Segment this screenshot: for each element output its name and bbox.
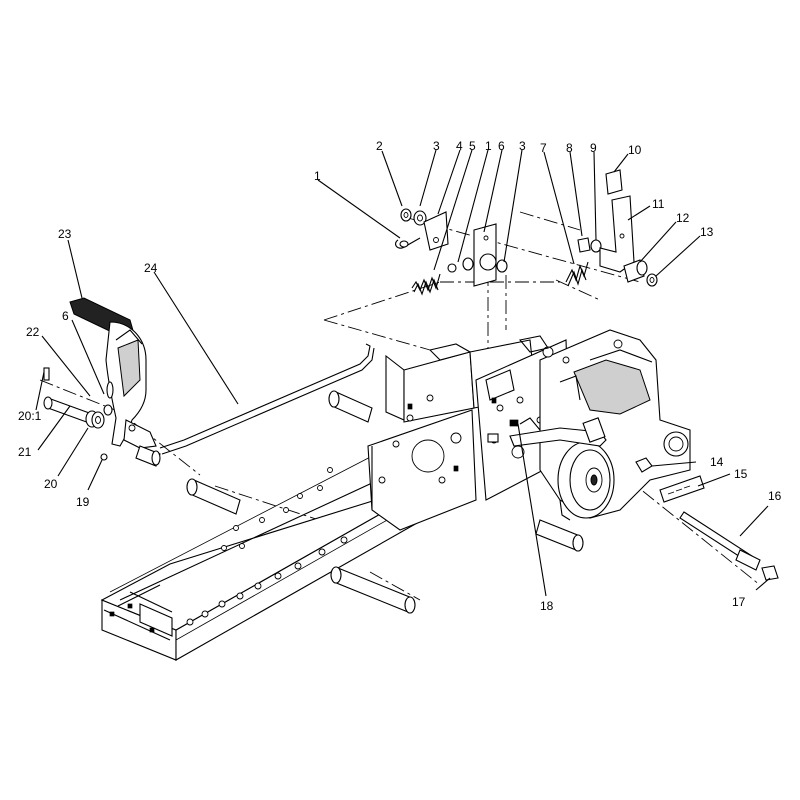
- callout-13: 13: [700, 225, 714, 239]
- callout-8: 8: [566, 141, 573, 155]
- brake-rod: [159, 343, 375, 455]
- side-plate: [367, 339, 537, 531]
- callout-20: 20: [44, 477, 58, 491]
- control-lever-parts: [395, 169, 658, 296]
- callout-6: 6: [498, 139, 505, 153]
- callout-2: 2: [376, 139, 383, 153]
- callout-10: 10: [628, 143, 642, 157]
- brake-pedal: [69, 297, 157, 449]
- callout-4: 4: [456, 139, 463, 153]
- callout-1: 1: [314, 169, 321, 183]
- pedal-shaft-parts: [43, 367, 161, 467]
- callout-6-second: 6: [62, 309, 69, 323]
- callout-9: 9: [590, 141, 597, 155]
- callout-19: 19: [76, 495, 90, 509]
- callout-1-second: 1: [485, 139, 492, 153]
- callout-17: 17: [732, 595, 746, 609]
- callout-18: 18: [540, 599, 554, 613]
- callout-22: 22: [26, 325, 40, 339]
- callout-23: 23: [58, 227, 72, 241]
- transaxle-housing: [518, 329, 691, 521]
- cross-tubes: [186, 390, 584, 614]
- callout-14: 14: [710, 455, 724, 469]
- callout-11: 11: [652, 197, 665, 211]
- callout-5: 5: [469, 139, 476, 153]
- callout-labels: 1 2 3 4 5 1 6 3 7 8 9 10 11 12 13 23 24 …: [18, 139, 782, 613]
- callout-20-1: 20:1: [18, 409, 42, 423]
- callout-7: 7: [540, 141, 547, 155]
- callout-15: 15: [734, 467, 748, 481]
- callout-16: 16: [768, 489, 782, 503]
- callout-3-second: 3: [519, 139, 526, 153]
- axle-hardware: [635, 457, 779, 581]
- callout-3: 3: [433, 139, 440, 153]
- leader-lines: [35, 149, 771, 597]
- callout-12: 12: [676, 211, 690, 225]
- callout-24: 24: [144, 261, 158, 275]
- callout-21: 21: [18, 445, 32, 459]
